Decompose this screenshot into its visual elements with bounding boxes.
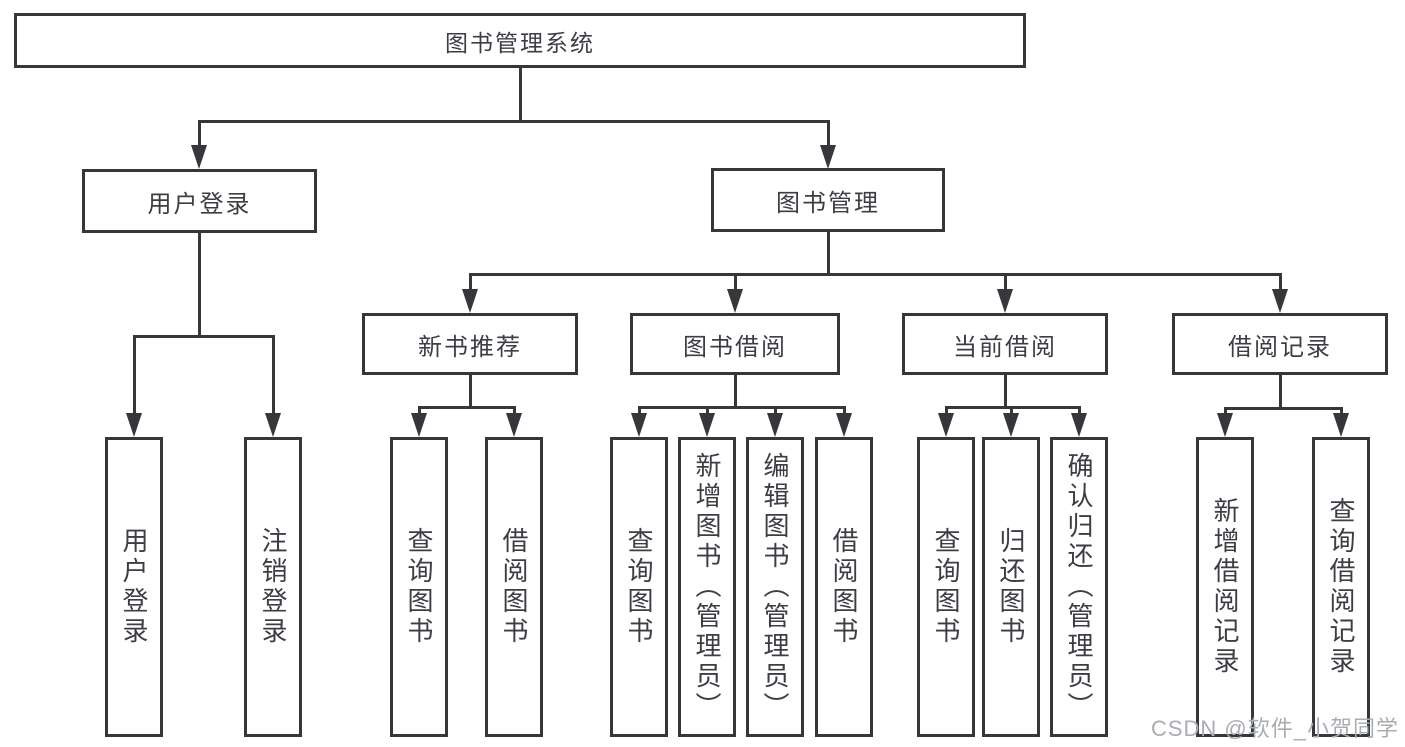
arrow-down-icon <box>727 289 743 313</box>
arrow-down-icon <box>1333 413 1349 437</box>
arrow-down-icon <box>1272 289 1288 313</box>
leaf-user-login: 用户登录 <box>105 437 163 737</box>
leaf-label: 查询图书 <box>624 527 654 647</box>
leaf-query-books-current: 查询图书 <box>917 437 975 737</box>
node-label: 图书管理系统 <box>445 29 595 56</box>
connector-drop <box>773 406 777 415</box>
leaf-add-books-admin: 新增图书（管理员） <box>678 437 736 737</box>
node-label: 当前借阅 <box>953 333 1057 361</box>
connector-drop <box>1077 406 1081 415</box>
connector-bar <box>1223 407 1343 410</box>
leaf-label: 查询图书 <box>404 527 434 647</box>
connector-stem <box>468 375 472 409</box>
arrow-down-icon <box>126 413 142 437</box>
arrow-down-icon <box>506 413 522 437</box>
connector-drop <box>417 406 421 415</box>
leaf-logout: 注销登录 <box>244 437 302 737</box>
connector-bar <box>197 120 830 123</box>
connector-drop <box>1278 273 1282 291</box>
leaf-borrow-books-newbooks: 借阅图书 <box>485 437 543 737</box>
connector-bar <box>417 406 516 409</box>
node-borrow-records: 借阅记录 <box>1172 313 1388 375</box>
connector-bar <box>637 406 846 409</box>
connector-drop <box>842 406 846 415</box>
connector-bar <box>468 273 1282 276</box>
csdn-watermark: CSDN @软件_小贺同学 <box>1150 716 1399 741</box>
node-user-login: 用户登录 <box>82 169 317 233</box>
node-label: 借阅记录 <box>1228 333 1332 361</box>
connector-stem <box>733 375 737 409</box>
connector-drop <box>271 335 275 415</box>
node-current-borrow: 当前借阅 <box>902 313 1108 375</box>
leaf-query-books-borrow: 查询图书 <box>610 437 668 737</box>
connector-stem <box>826 232 830 276</box>
arrow-down-icon <box>699 413 715 437</box>
arrow-down-icon <box>836 413 852 437</box>
arrow-down-icon <box>631 413 647 437</box>
arrow-down-icon <box>462 289 478 313</box>
leaf-add-borrow-record: 新增借阅记录 <box>1196 437 1254 737</box>
connector-drop <box>826 120 830 147</box>
leaf-query-borrow-record: 查询借阅记录 <box>1312 437 1370 737</box>
leaf-label: 注销登录 <box>258 527 288 647</box>
connector-bar <box>944 406 1081 409</box>
node-label: 图书借阅 <box>683 333 787 361</box>
arrow-down-icon <box>191 145 207 169</box>
leaf-label: 新增图书（管理员） <box>692 452 722 722</box>
connector-drop <box>132 335 136 415</box>
leaf-label: 编辑图书（管理员） <box>760 452 790 722</box>
connector-drop <box>705 406 709 415</box>
connector-drop <box>512 406 516 415</box>
connector-drop <box>1009 406 1013 415</box>
node-label: 用户登录 <box>147 190 252 218</box>
leaf-edit-books-admin: 编辑图书（管理员） <box>746 437 804 737</box>
arrow-down-icon <box>997 289 1013 313</box>
arrow-down-icon <box>820 145 836 169</box>
leaf-label: 新增借阅记录 <box>1210 497 1240 677</box>
leaf-label: 归还图书 <box>996 527 1026 647</box>
connector-drop <box>637 406 641 415</box>
connector-bar <box>132 335 275 338</box>
connector-stem <box>1278 375 1282 410</box>
connector-stem <box>197 233 201 338</box>
leaf-label: 借阅图书 <box>829 527 859 647</box>
connector-drop <box>1223 407 1227 415</box>
node-library-management-system: 图书管理系统 <box>14 13 1026 68</box>
connector-drop <box>733 273 737 291</box>
arrow-down-icon <box>265 413 281 437</box>
leaf-return-books: 归还图书 <box>982 437 1040 737</box>
leaf-label: 查询借阅记录 <box>1326 497 1356 677</box>
arrow-down-icon <box>938 413 954 437</box>
leaf-label: 用户登录 <box>119 527 149 647</box>
leaf-label: 借阅图书 <box>499 527 529 647</box>
leaf-query-books-newbooks: 查询图书 <box>390 437 448 737</box>
leaf-borrow-books: 借阅图书 <box>815 437 873 737</box>
node-book-management: 图书管理 <box>711 168 945 232</box>
arrow-down-icon <box>767 413 783 437</box>
connector-drop <box>197 120 201 147</box>
arrow-down-icon <box>411 413 427 437</box>
connector-stem <box>518 68 522 123</box>
connector-drop <box>1003 273 1007 291</box>
node-book-borrow: 图书借阅 <box>630 313 840 375</box>
connector-drop <box>1339 407 1343 415</box>
node-label: 图书管理 <box>776 189 880 217</box>
connector-stem <box>1003 375 1007 409</box>
connector-drop <box>468 273 472 291</box>
leaf-label: 确认归还（管理员） <box>1064 452 1094 722</box>
arrow-down-icon <box>1217 413 1233 437</box>
arrow-down-icon <box>1071 413 1087 437</box>
leaf-confirm-return-admin: 确认归还（管理员） <box>1050 437 1108 737</box>
node-new-book-recommend: 新书推荐 <box>362 313 578 375</box>
node-label: 新书推荐 <box>418 333 522 361</box>
arrow-down-icon <box>1003 413 1019 437</box>
connector-drop <box>944 406 948 415</box>
leaf-label: 查询图书 <box>931 527 961 647</box>
